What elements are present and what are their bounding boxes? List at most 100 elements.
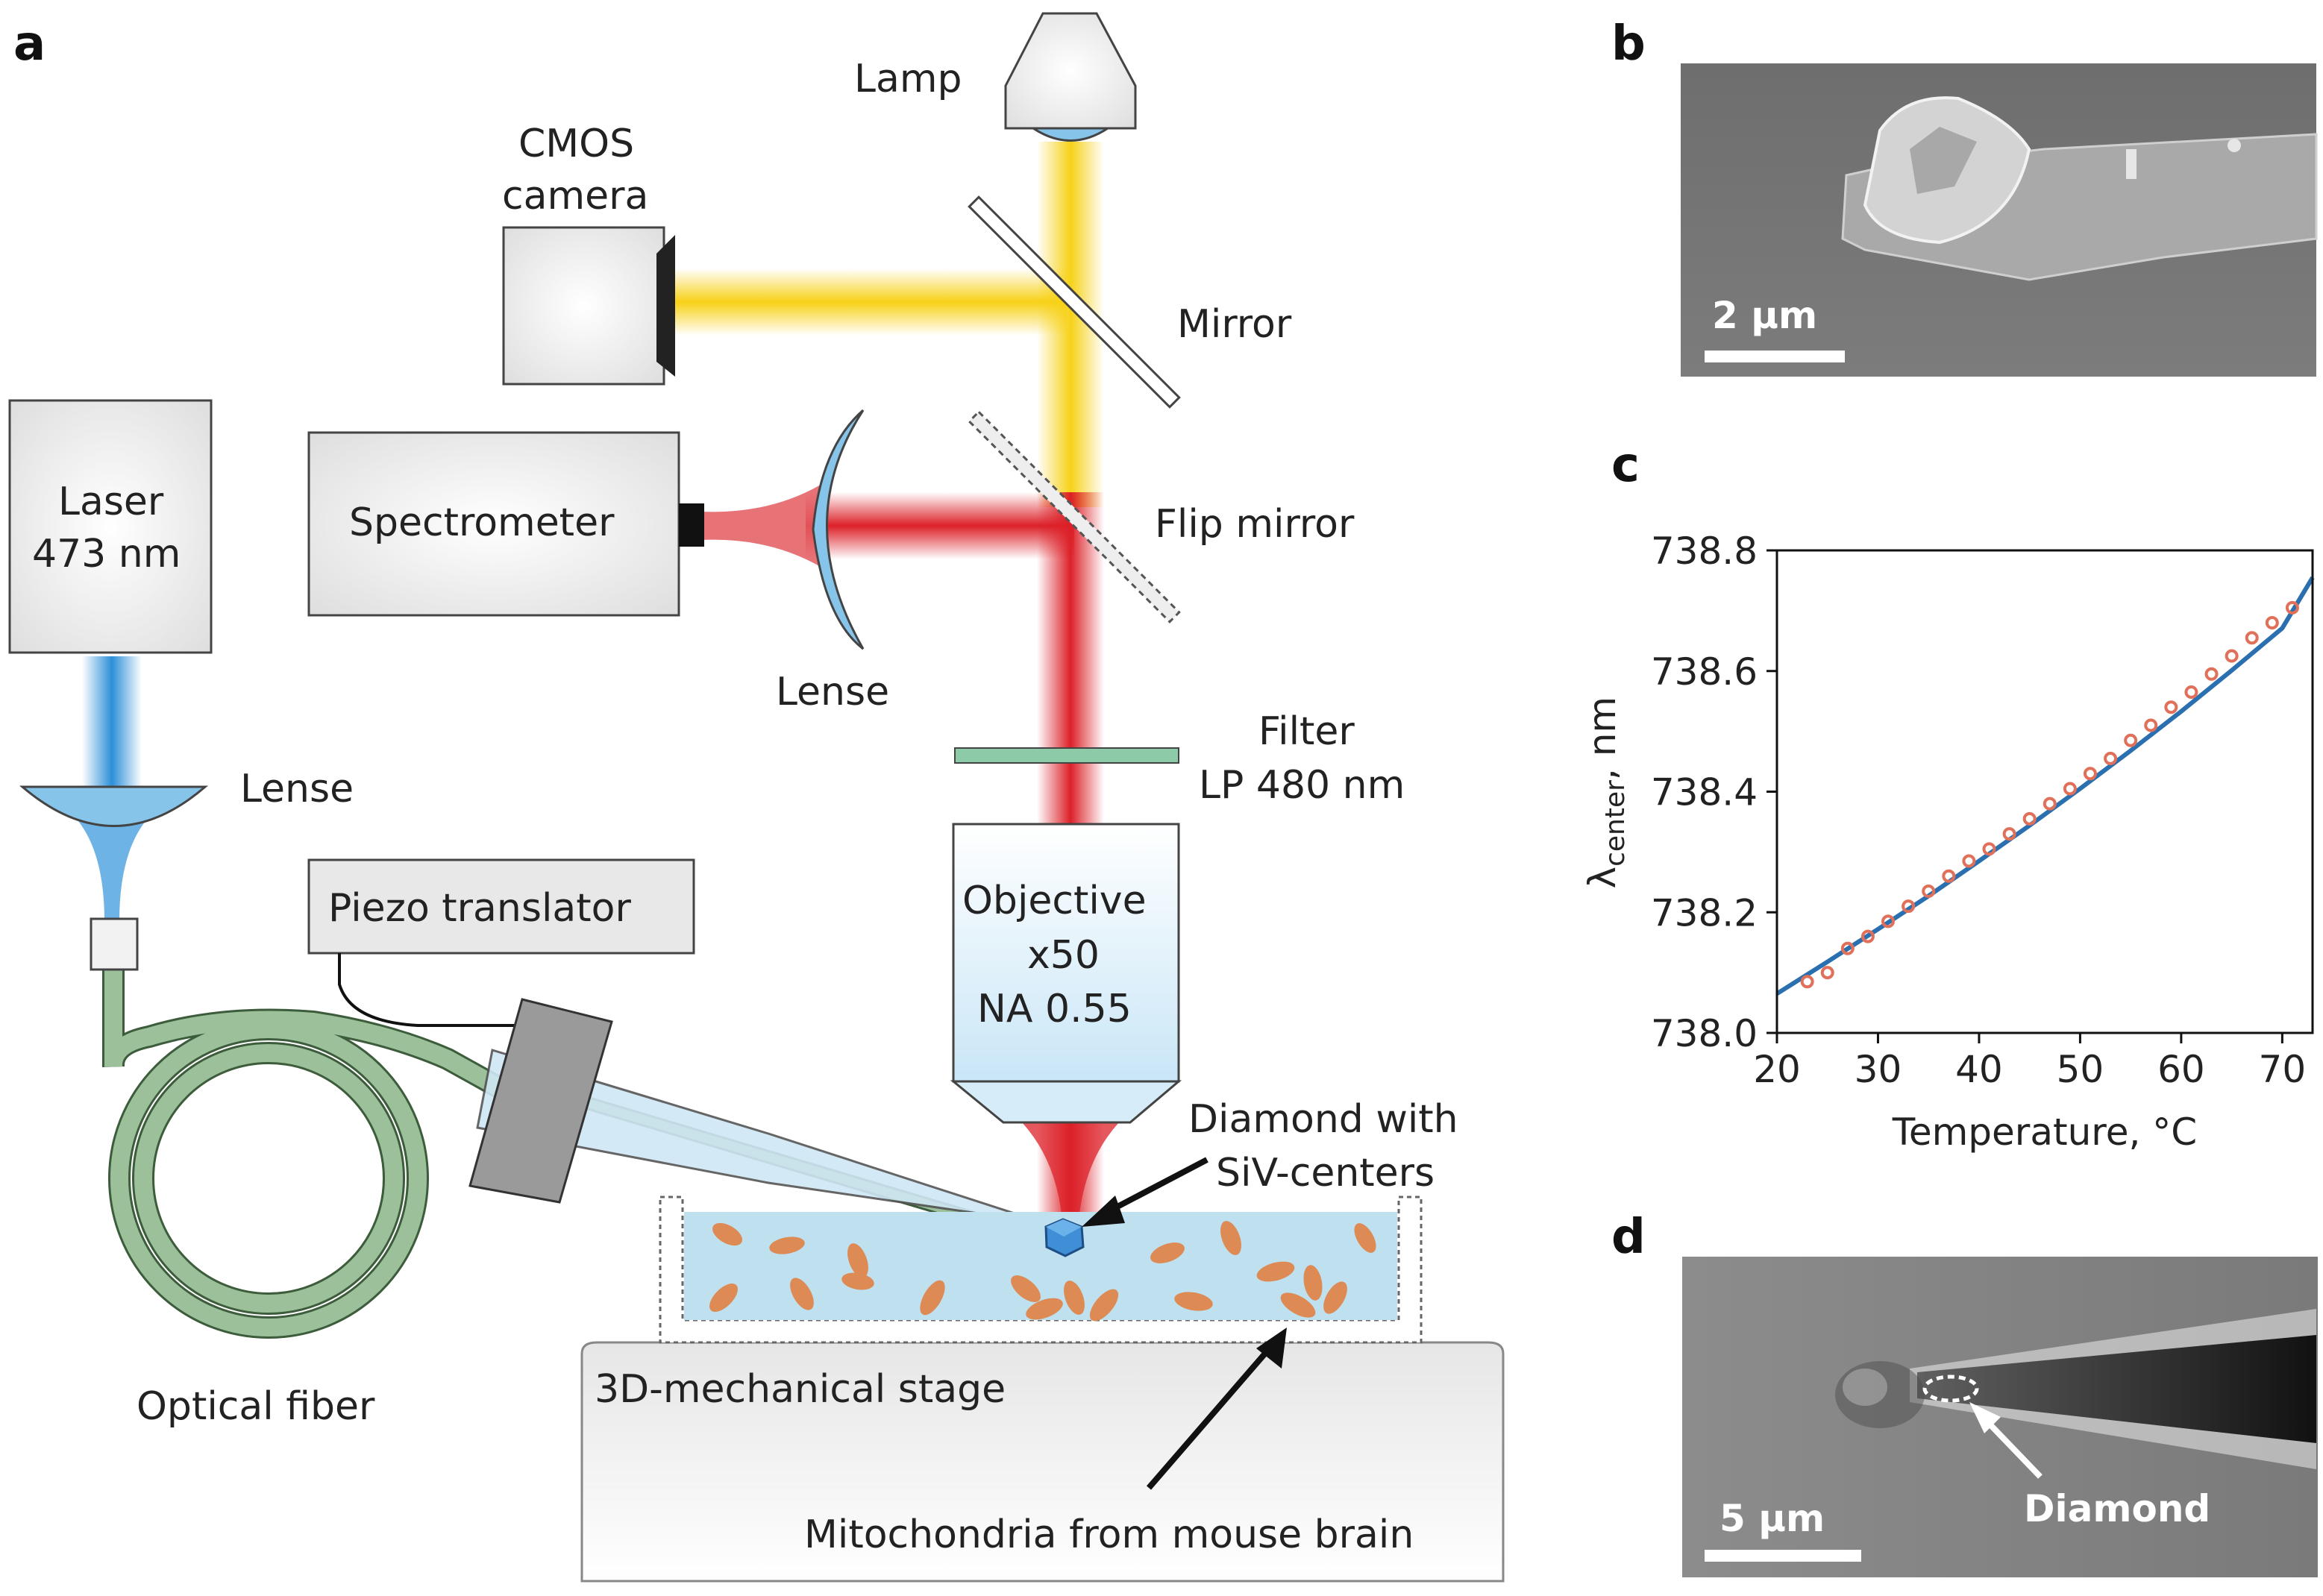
data-point	[2204, 667, 2219, 681]
lamp-label: Lamp	[854, 57, 962, 101]
fit-line	[1775, 576, 2315, 996]
objective	[950, 823, 1182, 1124]
laser-label-line1: Laser	[58, 480, 164, 524]
arrow-mitochondria	[1146, 1328, 1287, 1490]
x-tick-label: 40	[1955, 1048, 2003, 1091]
x-tick-label: 30	[1855, 1048, 1902, 1091]
filter-label-line1: Filter	[1258, 709, 1355, 754]
x-axis-label: Temperature, °C	[1892, 1110, 2197, 1154]
fiber-holder	[468, 998, 613, 1204]
data-point	[2265, 616, 2279, 630]
data-point	[1982, 842, 1996, 856]
diamond-label-line1: Diamond with	[1188, 1097, 1458, 1142]
x-tick-label: 50	[2057, 1048, 2104, 1091]
lense-left	[19, 785, 209, 827]
spectrometer-label: Spectrometer	[349, 500, 615, 545]
y-tick-label: 738.0	[1651, 1012, 1758, 1055]
data-point	[1860, 929, 1875, 943]
piezo-label: Piezo translator	[328, 886, 631, 931]
data-point	[1840, 941, 1855, 955]
y-tick-label: 738.4	[1651, 771, 1758, 814]
data-point	[2164, 700, 2178, 714]
stage-label: 3D-mechanical stage	[595, 1367, 1006, 1412]
piezo-cable	[338, 953, 522, 1027]
data-point	[2144, 718, 2158, 732]
y-tick-label: 738.6	[1651, 650, 1758, 694]
stage	[580, 1341, 1505, 1583]
blue-focus-cone	[75, 817, 149, 921]
arrow-diamond-d	[1969, 1402, 2043, 1479]
filter-label-line2: LP 480 nm	[1199, 763, 1405, 808]
diamond-label-line2: SiV-centers	[1216, 1151, 1435, 1196]
data-point	[2043, 797, 2057, 811]
mirror-label: Mirror	[1177, 302, 1292, 347]
y-axis-label: λcenter, nm	[1581, 697, 1631, 889]
y-axis-label-main: λ	[1581, 867, 1624, 889]
x-tick-label: 20	[1753, 1048, 1801, 1091]
pipette	[476, 1049, 1045, 1225]
scalebar-d	[1705, 1550, 1861, 1562]
mitochondria-label: Mitochondria from mouse brain	[804, 1512, 1414, 1557]
panel-letter-b: b	[1611, 16, 1646, 72]
scalebar-b-label: 2 μm	[1712, 294, 1817, 337]
cmos-camera	[502, 226, 675, 386]
chart: 20 30 40 50 60 70 738.0 738.2 738.4 738.6 738.8Tem…	[1581, 530, 2315, 1154]
red-beam-taper	[701, 485, 821, 567]
piezo-translator	[307, 858, 695, 955]
diamond-label-d: Diamond	[2024, 1487, 2210, 1530]
spectrometer	[307, 431, 704, 617]
lense-upper-label: Lense	[776, 670, 889, 714]
fiber-coupler	[90, 917, 139, 971]
data-point	[2104, 752, 2118, 766]
data-point	[1800, 975, 1814, 989]
data-point	[2002, 827, 2016, 841]
data-point	[1922, 884, 1936, 898]
red-beam-horizontal	[806, 492, 1074, 559]
scalebar-b	[1705, 351, 1845, 362]
lamp	[1004, 12, 1137, 142]
lense-left-label: Lense	[240, 767, 354, 811]
data-point	[1820, 966, 1834, 980]
filter	[954, 747, 1179, 764]
yellow-beam-horizontal	[671, 268, 1067, 336]
y-axis-label-sub: center	[1600, 780, 1631, 867]
panel-letter-c: c	[1611, 438, 1640, 493]
sem-image	[1681, 63, 2318, 377]
panel-letter-d: d	[1611, 1210, 1646, 1265]
data-point	[2245, 631, 2259, 645]
data-point	[1962, 854, 1976, 868]
flip-mirror-label: Flip mirror	[1155, 502, 1355, 547]
diamond-crystal	[1044, 1218, 1085, 1257]
mirror	[968, 195, 1181, 409]
data-point	[2285, 600, 2299, 615]
cmos-label-line2: camera	[502, 174, 648, 219]
data-point	[2083, 767, 2097, 781]
y-tick-label: 738.2	[1651, 891, 1758, 934]
x-tick-label: 70	[2259, 1048, 2307, 1091]
laser	[8, 399, 213, 654]
blue-beam	[82, 656, 142, 787]
mitochondria	[709, 1221, 1376, 1322]
lense-upper	[812, 409, 865, 650]
data-point	[2184, 685, 2198, 700]
data-point	[2225, 649, 2239, 663]
plot-frame	[1775, 549, 2314, 1034]
y-axis-label-unit: , nm	[1581, 697, 1624, 780]
objective-label-line2: x50	[1027, 933, 1100, 978]
optical-fiber-label: Optical fiber	[137, 1384, 375, 1429]
data-point	[2063, 782, 2077, 796]
red-focus-cone	[1022, 1122, 1119, 1231]
scalebar-d-label: 5 μm	[1719, 1497, 1825, 1540]
laser-label-line2: 473 nm	[32, 532, 181, 576]
data-point	[1881, 914, 1896, 929]
y-tick-label: 738.8	[1651, 530, 1758, 573]
data-point	[2022, 811, 2037, 826]
petri-dish	[659, 1196, 1423, 1344]
data-point	[1942, 869, 1956, 883]
data-point	[1902, 899, 1916, 914]
data-point	[2124, 733, 2138, 747]
cmos-label-line1: CMOS	[518, 122, 634, 166]
x-tick-label: 60	[2157, 1048, 2205, 1091]
objective-label-line3: NA 0.55	[977, 987, 1132, 1031]
